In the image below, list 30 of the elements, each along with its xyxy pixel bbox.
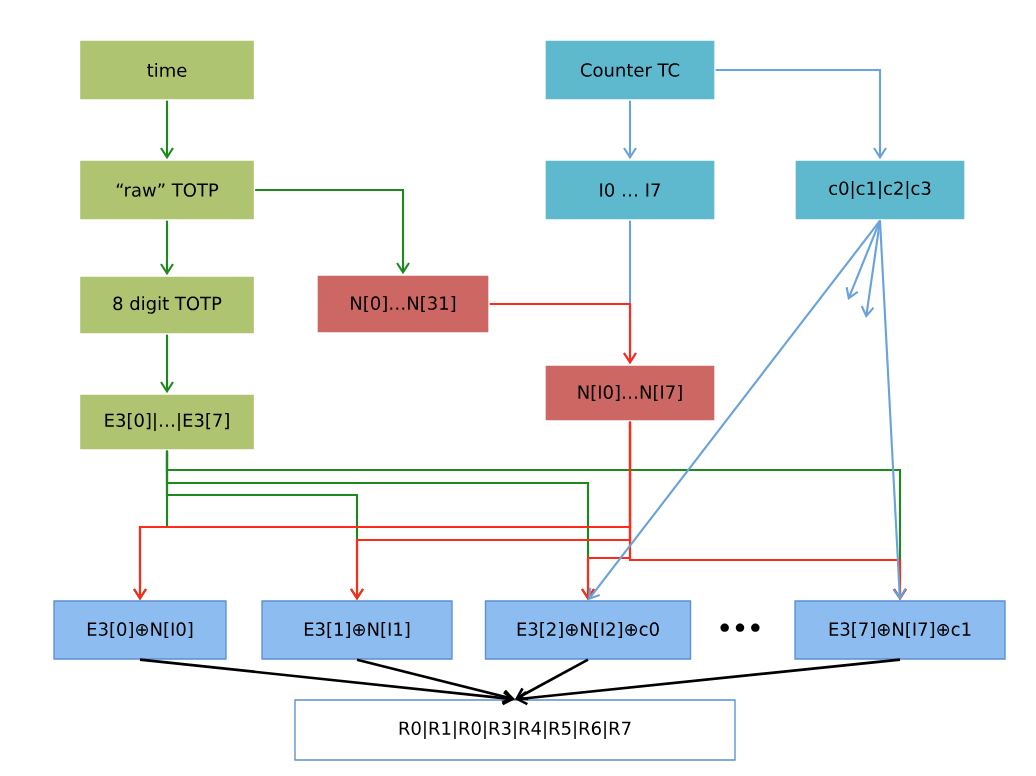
arrow [489, 302, 637, 365]
arrow [623, 100, 637, 160]
process-box: E3[1]⊕N[I1] [261, 600, 453, 660]
process-box: E3[7]⊕N[I7]⊕c1 [794, 600, 1006, 660]
arrow [860, 220, 882, 318]
arrow [845, 220, 881, 300]
arrow [515, 658, 901, 706]
process-box: E3[0]|…|E3[7] [78, 393, 256, 451]
arrow [160, 334, 174, 394]
ellipsis-label: ••• [720, 623, 760, 632]
arrow [356, 658, 515, 704]
arrow [515, 658, 589, 701]
process-box: Counter TC [544, 39, 716, 101]
process-box: c0|c1|c2|c3 [794, 159, 966, 221]
process-box: 8 digit TOTP [78, 275, 256, 335]
arrow [715, 68, 887, 160]
arrow [588, 220, 881, 601]
process-box: N[I0]…N[I7] [544, 364, 716, 422]
arrow [628, 421, 907, 601]
process-box: N[0]…N[31] [316, 274, 490, 334]
process-box: E3[0]⊕N[I0] [53, 600, 227, 660]
process-box: E3[2]⊕N[I2]⊕c0 [484, 600, 692, 660]
process-box: “raw” TOTP [78, 159, 256, 221]
result-box: R0|R1|R0|R3|R4|R5|R6|R7 [294, 699, 736, 761]
process-box: time [78, 39, 256, 101]
arrow [160, 220, 174, 276]
arrow [160, 100, 174, 160]
process-box: I0 … I7 [544, 159, 716, 221]
arrow [139, 658, 515, 706]
arrow [255, 188, 410, 275]
